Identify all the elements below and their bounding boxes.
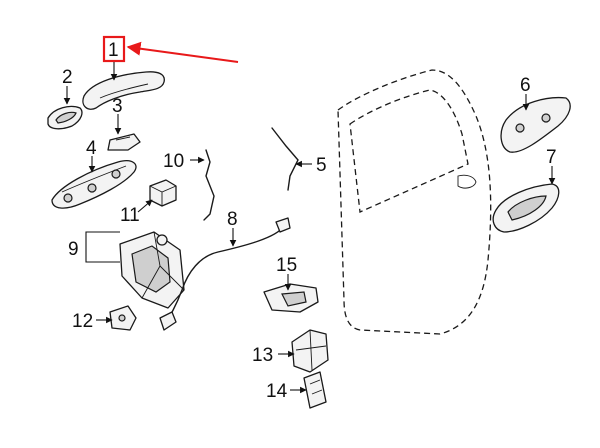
door-outline [337, 69, 492, 335]
callout-14: 14 [266, 381, 288, 402]
door-hinge [263, 283, 319, 313]
callout-3: 3 [112, 96, 123, 117]
handle-clip [107, 133, 141, 151]
striker-plate [109, 305, 137, 331]
release-cable [159, 217, 291, 331]
check-bracket [291, 329, 329, 373]
callout-9: 9 [68, 239, 79, 260]
highlight-arrow [126, 41, 239, 63]
callouts: 1 2 3 4 10 5 6 7 8 11 9 12 15 13 14 [62, 40, 557, 402]
release-rod [271, 127, 299, 191]
callout-8: 8 [227, 209, 238, 230]
small-bracket [303, 371, 327, 409]
outside-handle [82, 71, 165, 110]
callout-2: 2 [62, 67, 73, 88]
lock-actuator [149, 179, 177, 207]
callout-1: 1 [108, 40, 119, 61]
door-latch [119, 231, 185, 309]
handle-bezel [47, 105, 83, 130]
callout-12: 12 [72, 311, 93, 332]
callout-5: 5 [316, 155, 327, 176]
callout-11: 11 [120, 205, 140, 226]
callout-15: 15 [276, 255, 297, 276]
inside-handle-bracket [500, 96, 571, 153]
callout-13: 13 [252, 345, 273, 366]
lock-rod [203, 149, 215, 221]
handle-bracket [51, 160, 137, 209]
callout-7: 7 [546, 147, 557, 168]
callout-4: 4 [86, 138, 97, 159]
highlight-box [102, 35, 126, 63]
inside-handle-bezel [492, 183, 560, 233]
leader-lines [63, 62, 556, 394]
callout-10: 10 [163, 151, 184, 172]
callout-6: 6 [520, 75, 531, 96]
